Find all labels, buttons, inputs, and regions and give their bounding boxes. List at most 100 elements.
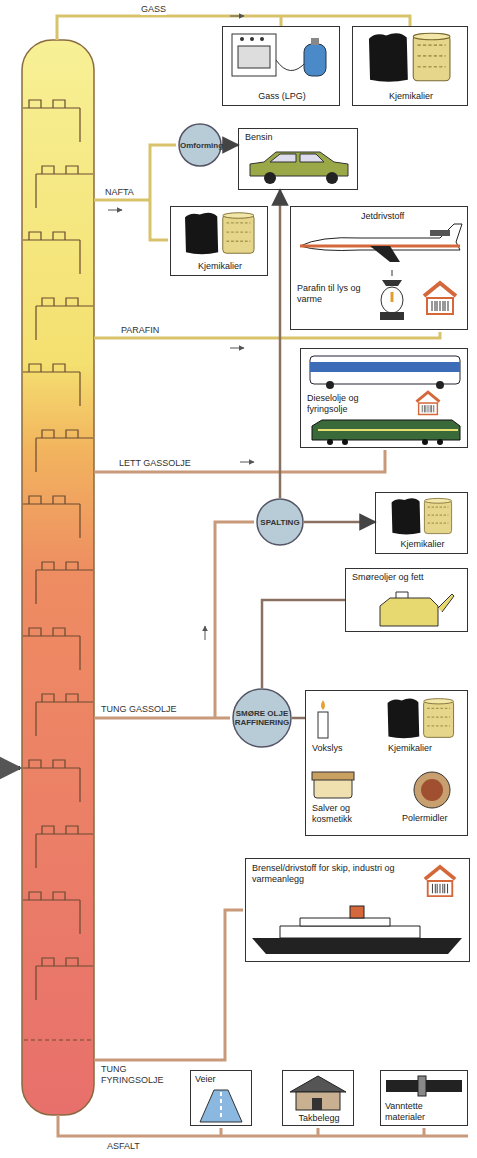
process-name: SMØRE OLJE RAFFINERING — [234, 709, 290, 727]
car-icon — [250, 152, 348, 184]
tray — [23, 232, 80, 274]
tray — [36, 694, 93, 736]
product-text: Vanntette materialer — [385, 1101, 465, 1123]
circle-shape — [179, 124, 221, 166]
product-text: Gass (LPG) — [223, 91, 341, 102]
stove-icon — [232, 34, 326, 76]
process-circle: SMØRE OLJE RAFFINERING — [232, 688, 292, 748]
tray — [36, 166, 93, 208]
flow-arrows — [108, 16, 254, 1146]
distillation-tower — [22, 40, 94, 1115]
product-text: Smøreoljer og fett — [352, 572, 464, 583]
fuel-oil-pipe — [94, 910, 243, 1060]
flow-arrow — [230, 348, 244, 349]
product-text: Jetdrivstoff — [361, 211, 461, 222]
polish-tin-icon — [414, 772, 450, 808]
circle-text-area: SMØRE OLJE RAFFINERING — [232, 688, 292, 748]
product-text: Bensin — [245, 132, 345, 143]
flow-connector — [222, 144, 238, 147]
tower-base-line — [24, 1040, 92, 1041]
nafta-pipe — [94, 145, 176, 240]
stream-label: ASFALT — [106, 1141, 141, 1152]
product-box: Vanntette materialer — [380, 1070, 468, 1126]
flow-arrow — [108, 210, 122, 211]
circle-text-area: SPALTING — [256, 498, 304, 546]
tray — [23, 628, 80, 670]
stream-label: LETT GASSOLJE — [118, 458, 192, 469]
process-name: Omforming — [180, 141, 220, 150]
tray — [23, 496, 80, 538]
product-text: Parafin til lys og varme — [297, 283, 369, 305]
product-box: Kjemikalier — [375, 492, 468, 554]
tray — [23, 892, 80, 934]
candle-icon — [318, 700, 328, 738]
tray — [36, 562, 93, 604]
circle-shape — [233, 689, 291, 747]
product-text: Dieselolje og fyringsolje — [307, 393, 399, 415]
flow-connector — [262, 600, 345, 688]
product-box: Smøreoljer og fett — [345, 568, 468, 632]
product-box: Dieselolje og fyringsolje — [300, 348, 468, 448]
chemicals-icon — [388, 699, 454, 739]
process-name: SPALTING — [260, 518, 299, 527]
product-text: Salver og kosmetikk — [312, 803, 392, 825]
flow-arrow — [230, 16, 244, 17]
circle-text-area: Omforming — [178, 123, 222, 167]
product-box: JetdrivstoffParafin til lys og varme — [290, 206, 468, 330]
product-box: Kjemikalier — [170, 206, 268, 276]
stream-label: PARAFIN — [120, 325, 160, 336]
flow-arrow — [240, 462, 254, 463]
product-text: Takbelegg — [283, 1113, 355, 1124]
process-circle: SPALTING — [256, 498, 304, 546]
heavy-gasoil-pipe — [94, 522, 254, 718]
lantern-icon — [380, 270, 404, 320]
tray — [23, 100, 80, 142]
circle-shape — [257, 499, 303, 545]
stream-label: TUNG FYRINGSOLJE — [100, 1064, 174, 1086]
product-text: Vokslys — [312, 743, 372, 754]
product-text: Brensel/drivstoff for skip, industri og … — [252, 863, 402, 885]
waterproof-pipe-icon — [386, 1076, 462, 1096]
product-box: Brensel/drivstoff for skip, industri og … — [245, 858, 470, 962]
product-text: Kjemikalier — [388, 743, 464, 754]
flow-arrow — [205, 626, 206, 640]
chemicals-icon — [369, 33, 450, 82]
heating-icon — [424, 283, 456, 314]
light-gasoil-pipe — [94, 450, 385, 472]
product-box: Vokslys KjemikalierSalver og kosmetikk Pol… — [305, 690, 468, 836]
tray — [23, 760, 80, 802]
stream-label: NAFTA — [104, 187, 135, 198]
product-text: Kjemikalier — [376, 539, 469, 550]
heating-icon — [425, 867, 455, 896]
tray — [36, 298, 93, 340]
product-text: Kjemikalier — [353, 91, 469, 102]
jar-icon — [312, 772, 354, 798]
tray — [23, 364, 80, 406]
product-box: Takbelegg — [282, 1070, 354, 1126]
product-text: Polermidler — [402, 813, 466, 824]
feed-arrow — [2, 766, 20, 770]
stream-label: TUNG GASSOLJE — [100, 704, 178, 715]
stream-label: GASS — [140, 4, 167, 15]
product-text: Kjemikalier — [171, 261, 269, 272]
product-box: Veier — [190, 1070, 252, 1126]
tray — [36, 826, 93, 868]
flow-connector — [304, 521, 375, 524]
ship-icon — [252, 906, 462, 954]
heating-icon — [416, 392, 439, 414]
oil-can-icon — [380, 592, 454, 626]
road-icon — [200, 1090, 242, 1122]
product-box: Gass (LPG) — [222, 26, 340, 106]
tower-trays — [23, 100, 93, 1000]
jet-plane-icon — [300, 224, 462, 262]
process-circle: Omforming — [178, 123, 222, 167]
tray — [36, 430, 93, 472]
product-box: Kjemikalier — [352, 26, 468, 106]
product-box: Bensin — [238, 128, 358, 190]
product-text: Veier — [195, 1074, 251, 1085]
tray — [36, 958, 93, 1000]
bus-icon — [310, 356, 460, 389]
flow-connector — [279, 190, 282, 498]
